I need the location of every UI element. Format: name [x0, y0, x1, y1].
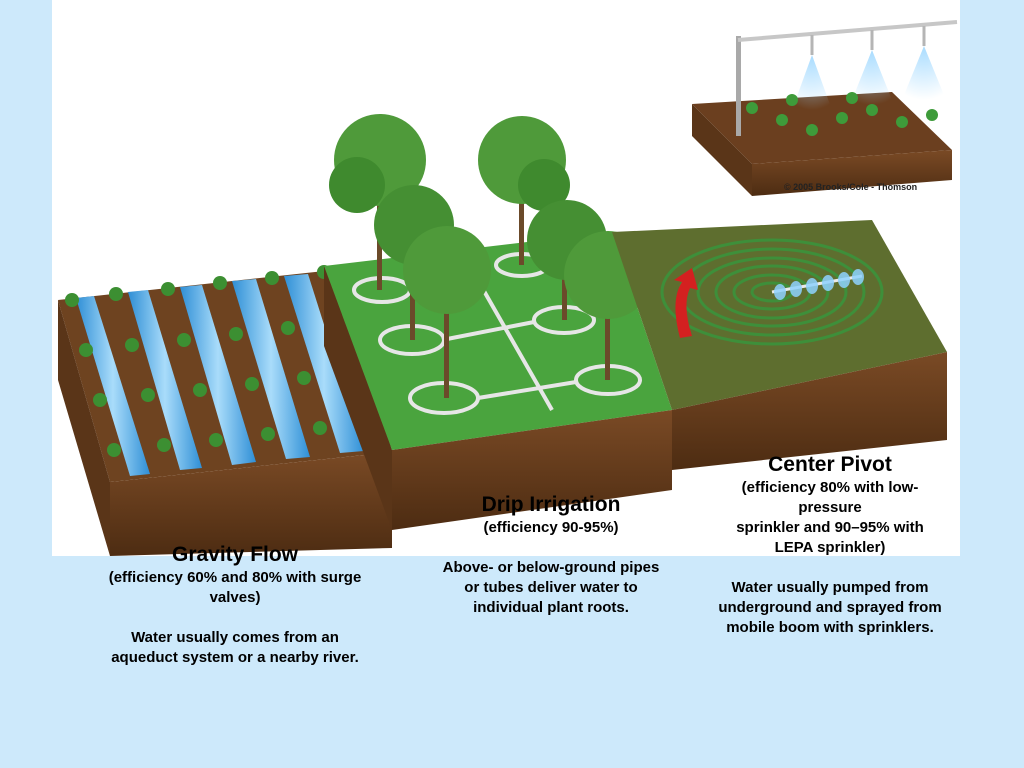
drip-irrigation-title: Drip Irrigation	[481, 493, 621, 516]
drip-irrigation-description-line: or tubes deliver water to	[464, 579, 638, 596]
irrigation-illustration	[52, 0, 960, 556]
center-pivot-efficiency-line: LEPA sprinkler)	[774, 539, 886, 556]
gravity-flow-efficiency-line: valves)	[209, 589, 261, 606]
center-pivot-caption: Center Pivot (efficiency 80% with low- p…	[700, 452, 960, 638]
gravity-flow-caption: Gravity Flow (efficiency 60% and 80% wit…	[80, 542, 390, 668]
center-pivot-description-line: underground and sprayed from	[718, 599, 942, 616]
drip-irrigation-efficiency-line: (efficiency 90-95%)	[483, 519, 619, 536]
drip-irrigation-description-line: Above- or below-ground pipes	[442, 559, 660, 576]
rotation-arrow-icon	[674, 268, 698, 338]
center-pivot-description-line: mobile boom with sprinklers.	[726, 619, 934, 636]
center-pivot-description-line: Water usually pumped from	[731, 579, 929, 596]
gravity-flow-description-line: Water usually comes from an	[131, 629, 339, 646]
drip-irrigation-caption: Drip Irrigation (efficiency 90-95%) Abov…	[420, 492, 682, 618]
copyright-notice: © 2005 Brooks/Cole - Thomson	[784, 182, 918, 192]
gravity-flow-title: Gravity Flow	[171, 543, 299, 566]
center-pivot-block	[612, 220, 947, 470]
gravity-flow-description-line: aqueduct system or a nearby river.	[111, 649, 359, 666]
irrigation-diagram-svg	[58, 20, 958, 556]
center-pivot-efficiency-line: pressure	[798, 499, 862, 516]
gravity-flow-efficiency-line: (efficiency 60% and 80% with surge	[108, 569, 362, 586]
drip-irrigation-block	[324, 114, 672, 530]
center-pivot-efficiency-line: (efficiency 80% with low-	[741, 479, 919, 496]
center-pivot-title: Center Pivot	[768, 453, 892, 476]
drip-trees	[329, 114, 652, 398]
sprinkler-inset	[692, 20, 958, 196]
gravity-flow-block	[58, 265, 392, 556]
center-pivot-efficiency-line: sprinkler and 90–95% with	[736, 519, 924, 536]
drip-irrigation-description-line: individual plant roots.	[473, 599, 629, 616]
